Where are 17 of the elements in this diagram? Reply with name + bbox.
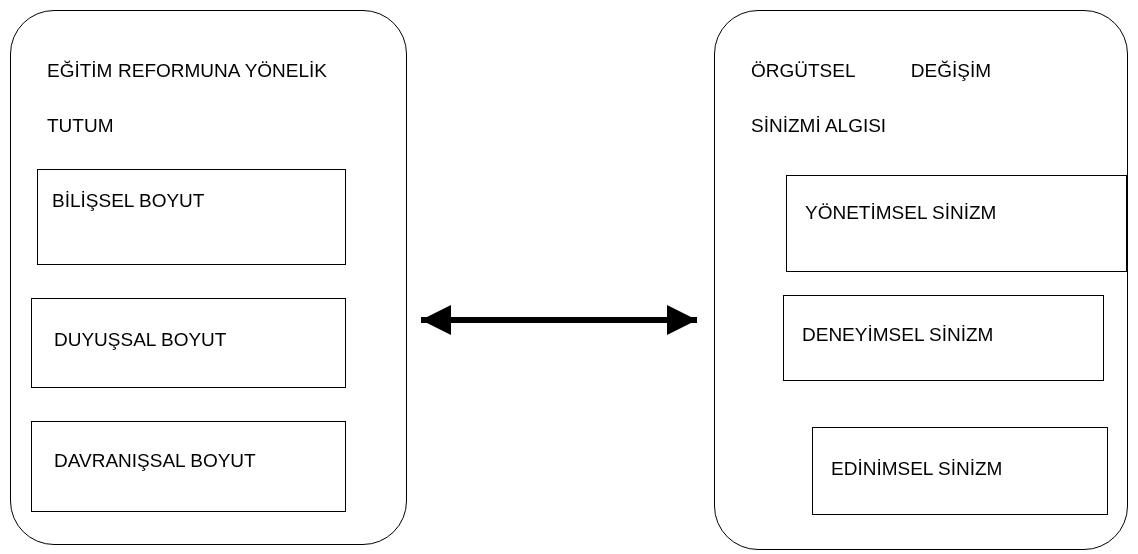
dimension-box — [37, 169, 346, 265]
box-label: YÖNETİMSEL SİNİZM — [805, 202, 997, 224]
double-arrow — [421, 305, 697, 335]
box-label: BİLİŞSEL BOYUT — [52, 190, 205, 212]
dimension-box — [31, 298, 346, 388]
box-label: EDİNİMSEL SİNİZM — [831, 458, 1003, 480]
dimension-box — [31, 421, 346, 512]
box-label: DENEYİMSEL SİNİZM — [802, 324, 994, 346]
container-title: ÖRGÜTSEL DEĞİŞİM SİNİZMİ ALGISI — [751, 59, 991, 138]
rounded-container — [10, 10, 407, 545]
dimension-box — [786, 175, 1127, 272]
container-title: EĞİTİM REFORMUNA YÖNELİK TUTUM — [47, 59, 327, 138]
rounded-container — [714, 10, 1128, 550]
box-label: DAVRANIŞSAL BOYUT — [54, 450, 256, 472]
dimension-box — [783, 295, 1104, 381]
box-label: DUYUŞSAL BOYUT — [54, 329, 227, 351]
dimension-box — [812, 427, 1108, 515]
